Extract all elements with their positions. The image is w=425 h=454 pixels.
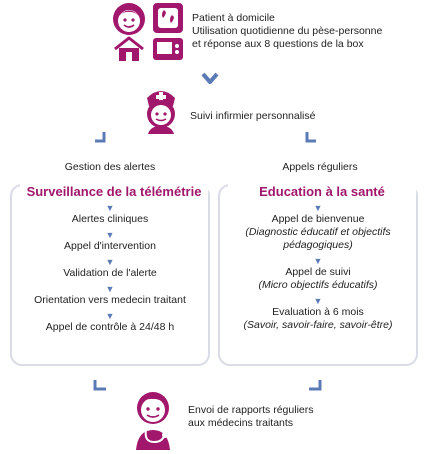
telemetry-step-4: Orientation vers medecin traitant [34,294,186,306]
arrow-left-branch-icon [93,131,107,143]
scale-icon [152,2,184,34]
telemetry-step-1: Alertes cliniques [71,213,149,225]
arrow-right-branch-icon [304,131,318,143]
home-icon [112,36,146,62]
branch-label-calls: Appels réguliers [282,161,358,173]
education-step-3-sub: (Savoir, savoir-faire, savoir-être) [243,319,393,331]
nurse-label: Suivi infirmier personnalisé [190,110,316,122]
education-step-3: Evaluation à 6 mois [272,306,364,318]
chevron-down-icon: ▼ [105,203,115,213]
doctor-line-2: aux médecins traitants [188,417,294,429]
chevron-down-icon: ▼ [105,230,115,240]
patient-line-1: Patient à domicile [192,12,275,24]
arrow-converge-right-icon [306,378,322,392]
doctor-icon [130,390,176,452]
nurse-icon [140,86,182,134]
telemetry-steps: ▼ Alertes cliniques ▼ Appel d'interventi… [10,204,210,334]
patient-face-icon [112,2,146,36]
chevron-down-icon: ▼ [313,203,323,213]
chevron-down-icon: ▼ [313,296,323,306]
monitor-box-icon [152,36,184,62]
doctor-line-1: Envoi de rapports réguliers [188,404,314,416]
telemetry-step-2: Appel d'intervention [64,240,156,252]
patient-description: Patient à domicile Utilisation quotidien… [192,12,422,51]
telemetry-title: Surveillance de la télémétrie [20,184,208,199]
telemetry-box [10,184,210,366]
education-step-2: Appel de suivi [285,266,351,278]
doctor-description: Envoi de rapports réguliers aux médecins… [188,404,388,430]
education-steps: ▼ Appel de bienvenue (Diagnostic éducati… [218,204,418,332]
telemetry-step-3: Validation de l'alerte [63,267,157,279]
education-step-1: Appel de bienvenue [271,213,365,225]
education-step-2-sub: (Micro objectifs éducatifs) [258,279,378,291]
chevron-down-icon: ▼ [105,311,115,321]
chevron-down-icon: ▼ [105,257,115,267]
patient-line-3: et réponse aux 8 questions de la box [192,38,364,50]
education-step-1-sub-1: (Diagnostic éducatif et objectifs [245,226,391,238]
chevron-down-icon: ▼ [105,284,115,294]
patient-line-2: Utilisation quotidienne du pèse-personne [192,25,383,37]
arrow-down-icon [201,72,219,86]
telemetry-step-5: Appel de contrôle à 24/48 h [45,321,175,333]
education-box [218,184,418,366]
arrow-converge-left-icon [93,378,109,392]
education-title: Education à la santé [228,184,416,199]
chevron-down-icon: ▼ [313,256,323,266]
education-step-1-sub-2: pédagogiques) [283,239,353,251]
branch-label-alerts: Gestion des alertes [64,161,156,173]
